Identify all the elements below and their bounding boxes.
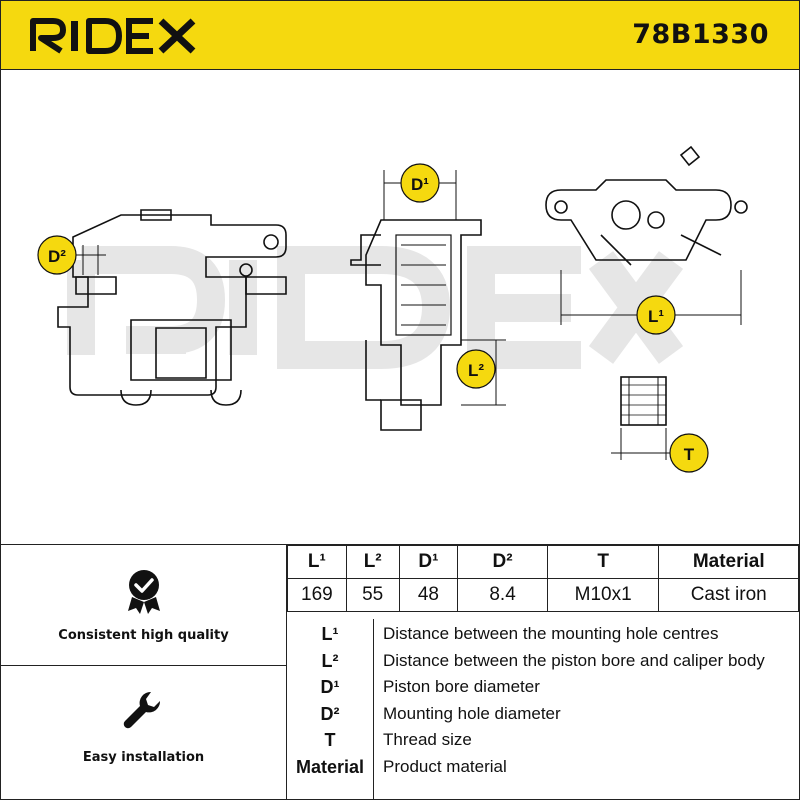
ridex-logo	[30, 18, 196, 54]
legend-row: L² Distance between the piston bore and …	[287, 648, 799, 674]
spec-value-row: 169 55 48 8.4 M10x1 Cast iron	[287, 578, 799, 612]
legend-desc: Mounting hole diameter	[383, 704, 561, 723]
thread-detail	[611, 376, 676, 460]
legend-desc: Distance between the mounting hole centr…	[383, 624, 719, 643]
dim-label-t: T	[669, 433, 709, 473]
spec-header: Material	[658, 545, 799, 579]
legend-row: D¹ Piston bore diameter	[287, 674, 799, 700]
legend-row: T Thread size	[287, 727, 799, 753]
dim-label-d2: D²	[37, 235, 77, 275]
feature-label: Consistent high quality	[58, 628, 229, 643]
wrench-icon	[123, 691, 160, 729]
legend-key: T	[324, 730, 336, 750]
spec-header: L¹	[287, 545, 347, 579]
spec-header: D¹	[398, 545, 459, 579]
spec-table: L¹ L² D¹ D² T Material 169 55 48 8.4 M10…	[287, 545, 799, 612]
legend-key: D¹	[320, 677, 340, 697]
dim-label-l2: L²	[456, 349, 496, 389]
info-section: Consistent high quality Easy installatio…	[1, 544, 799, 799]
caliper-front-view	[57, 209, 287, 406]
feature-installation: Easy installation	[1, 666, 287, 799]
svg-text:D¹: D¹	[411, 175, 429, 194]
dim-label-d1: D¹	[400, 163, 440, 203]
spec-value: M10x1	[546, 578, 660, 612]
spec-value: 48	[398, 578, 459, 612]
legend-divider	[373, 619, 374, 799]
svg-text:T: T	[684, 445, 695, 464]
spec-header-row: L¹ L² D¹ D² T Material	[287, 545, 799, 579]
header-bar: 78B1330	[1, 1, 799, 70]
feature-label: Easy installation	[82, 750, 205, 765]
legend-desc: Thread size	[383, 730, 472, 749]
svg-text:L²: L²	[468, 361, 484, 380]
feature-quality: Consistent high quality	[1, 545, 287, 666]
spec-value: 169	[287, 578, 347, 612]
legend-desc: Piston bore diameter	[383, 677, 540, 696]
spec-value: 55	[345, 578, 400, 612]
spec-header: D²	[457, 545, 548, 579]
legend-key: D²	[320, 704, 340, 724]
spec-header: L²	[345, 545, 400, 579]
legend-row: L¹ Distance between the mounting hole ce…	[287, 621, 799, 647]
spec-value: Cast iron	[658, 578, 799, 612]
legend-key: L²	[321, 651, 339, 671]
quality-badge-icon	[127, 570, 160, 614]
ridex-watermark	[67, 246, 684, 369]
spec-header: T	[546, 545, 660, 579]
legend-desc: Distance between the piston bore and cal…	[383, 651, 765, 670]
svg-text:D²: D²	[48, 247, 66, 266]
part-number: 78B1330	[632, 19, 769, 50]
svg-text:L¹: L¹	[648, 307, 664, 326]
dim-label-l1: L¹	[636, 295, 676, 335]
legend-row: Material Product material	[287, 754, 799, 780]
legend-desc: Product material	[383, 757, 507, 776]
legend-key: Material	[295, 757, 365, 777]
legend-row: D² Mounting hole diameter	[287, 701, 799, 727]
caliper-drawing: D¹ D² L¹ L² T	[37, 145, 748, 473]
legend: L¹ Distance between the mounting hole ce…	[287, 611, 799, 799]
technical-drawing: D¹ D² L¹ L² T	[1, 70, 799, 543]
legend-key: L¹	[321, 624, 339, 644]
spec-value: 8.4	[457, 578, 548, 612]
